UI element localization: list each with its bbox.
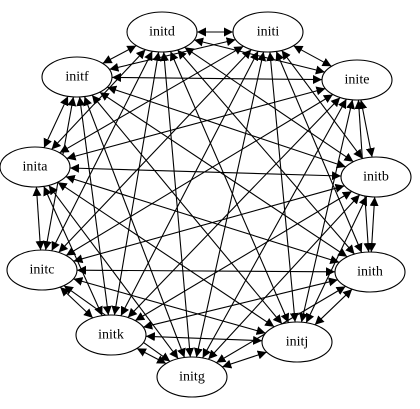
node-initc-shape [6,249,78,291]
edge-initf-initb [107,85,346,169]
node-initg-shape [156,356,228,398]
node-initf: initf [41,56,113,98]
edge-inita-initb [69,163,342,181]
edge-initb-inith [367,196,379,253]
edges-layer [32,27,379,369]
node-initd-shape [126,11,198,53]
node-initk-shape [75,314,147,356]
edge-initf-inita [43,96,69,148]
node-initj-label: initj [286,335,309,350]
edge-inita-initc [32,186,45,251]
edge-initj-initg [222,350,267,369]
edge-initc-inith [76,265,336,277]
node-initd: initd [126,11,198,53]
edge-inith-initj [314,288,353,326]
edge-initf-inite [111,72,323,85]
node-initj-shape [261,321,333,363]
node-initi-label: initi [257,25,280,40]
edge-inite-inita [66,86,326,161]
node-initb-label: initb [363,170,389,185]
node-inite-shape [321,59,393,101]
node-inite: inite [321,59,393,101]
node-initi-shape [232,11,304,53]
node-inith-label: inith [357,265,383,280]
node-initb: initb [340,156,412,198]
node-initg-label: initg [179,370,205,385]
node-initd-label: initd [149,25,175,40]
edge-initb-initc [73,183,345,264]
node-inith: inith [334,251,406,293]
node-initk-label: initk [98,328,124,343]
node-initi: initi [232,11,304,53]
edge-inite-initb [358,99,375,158]
node-initf-shape [41,56,113,98]
node-inita-label: inita [23,160,49,175]
node-inith-shape [334,251,406,293]
edge-initk-initj [145,332,263,345]
edge-initd-initf [102,45,137,64]
node-initk: initk [75,314,147,356]
node-inita: inita [0,146,71,188]
node-inita-shape [0,146,71,188]
edge-initi-initj [266,51,299,323]
node-initj: initj [261,321,333,363]
node-initc: initc [6,249,78,291]
node-initg: initg [156,356,228,398]
node-inite-label: inite [345,73,370,88]
node-initf-label: initf [65,70,89,85]
node-initb-shape [340,156,412,198]
edge-inite-initk [127,97,341,318]
node-initc-label: initc [30,263,55,278]
edge-initi-inite [293,45,332,67]
edge-inith-initk [143,277,338,330]
nodes-layer: initd initi initf inite inita initb init… [0,11,412,398]
edge-initk-initg [136,347,167,365]
